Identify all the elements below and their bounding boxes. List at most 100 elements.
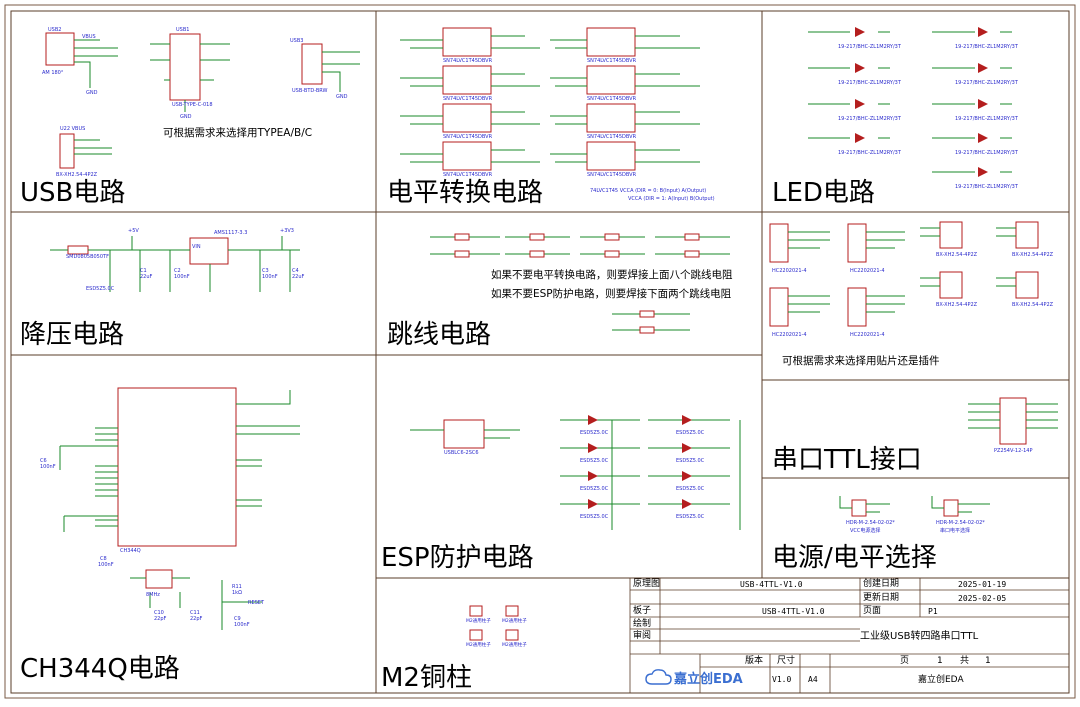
led-circuit: 19-217/BHC-ZL1M2RY/3T 19-217/BHC-ZL1M2RY/…	[808, 27, 1019, 190]
tb-title-value: 工业级USB转四路串口TTL	[860, 631, 979, 642]
svg-text:ESD5Z5.0C: ESD5Z5.0C	[580, 514, 609, 520]
svg-text:BX-XH2.54-4P2Z: BX-XH2.54-4P2Z	[56, 172, 98, 178]
svg-text:BX-XH2.54-4P2Z: BX-XH2.54-4P2Z	[1012, 302, 1054, 308]
svg-text:SN74LVC1T45DBVR: SN74LVC1T45DBVR	[443, 172, 493, 178]
note-jumper-2: 如果不要ESP防护电路，则要焊接下面两个跳线电阻	[491, 288, 732, 300]
svg-text:USB-TYPE-C-018: USB-TYPE-C-018	[172, 102, 213, 108]
svg-text:SN74LVC1T45DBVR: SN74LVC1T45DBVR	[587, 172, 637, 178]
title-block-grid	[629, 578, 1069, 693]
svg-text:ESD5Z5.0C: ESD5Z5.0C	[676, 458, 705, 464]
svg-text:串口电平选择: 串口电平选择	[940, 527, 970, 534]
svg-text:ESD5Z5.0C: ESD5Z5.0C	[580, 458, 609, 464]
svg-text:GND: GND	[336, 94, 348, 100]
note-usb-type: 可根据需求来选择用TYPEA/B/C	[163, 127, 313, 139]
tb-page-value: P1	[928, 607, 938, 616]
svg-text:SN74LVC1T45DBVR: SN74LVC1T45DBVR	[587, 58, 637, 64]
svg-text:USB3: USB3	[290, 38, 303, 44]
section-title-power-select: 电源/电平选择	[772, 543, 937, 573]
svg-text:R11: R11	[232, 584, 242, 590]
svg-text:M2通用柱子: M2通用柱子	[502, 617, 527, 624]
tb-company-value: 嘉立创EDA	[918, 675, 964, 685]
svg-text:USB1: USB1	[176, 27, 189, 33]
tb-updated-value: 2025-02-05	[958, 594, 1007, 603]
tb-label-review: 审阅	[633, 631, 652, 641]
svg-text:M2通用柱子: M2通用柱子	[502, 641, 527, 648]
svg-text:19-217/BHC-ZL1M2RY/3T: 19-217/BHC-ZL1M2RY/3T	[955, 44, 1019, 50]
note-socket-type: 可根据需求来选择用贴片还是插件	[782, 355, 940, 367]
svg-text:HC2202021-4: HC2202021-4	[850, 268, 885, 274]
svg-text:74LVC1T45 VCCA (DIR = 0: B(In: 74LVC1T45 VCCA (DIR = 0: B(Input) A(Outp…	[590, 188, 706, 194]
svg-text:VCCA (DIR = 1: A(Input) B(Out: VCCA (DIR = 1: A(Input) B(Output)	[628, 196, 715, 202]
section-title-buck: 降压电路	[20, 320, 125, 350]
svg-text:GND: GND	[86, 90, 98, 96]
svg-text:C9: C9	[234, 616, 241, 622]
svg-text:C10: C10	[154, 610, 164, 616]
svg-text:1kΩ: 1kΩ	[232, 590, 242, 596]
svg-text:22uF: 22uF	[292, 274, 305, 280]
svg-text:C2: C2	[174, 268, 181, 274]
tb-label-pg: 页	[900, 656, 910, 666]
svg-text:ESD5Z5.0C: ESD5Z5.0C	[676, 430, 705, 436]
svg-text:CH344Q: CH344Q	[120, 548, 141, 554]
inner-frame	[10, 10, 1070, 694]
svg-text:HC2202021-4: HC2202021-4	[772, 332, 807, 338]
svg-text:AM 180°: AM 180°	[42, 70, 64, 76]
svg-text:BX-XH2.54-4P2Z: BX-XH2.54-4P2Z	[936, 252, 978, 258]
svg-text:SN74LVC1T45DBVR: SN74LVC1T45DBVR	[443, 58, 493, 64]
svg-text:ESD5Z5.0C: ESD5Z5.0C	[580, 430, 609, 436]
section-dividers	[11, 11, 1069, 693]
svg-text:19-217/BHC-ZL1M2RY/3T: 19-217/BHC-ZL1M2RY/3T	[955, 116, 1019, 122]
svg-text:M2通用柱子: M2通用柱子	[466, 641, 491, 648]
tb-label-updated: 更新日期	[863, 593, 900, 603]
svg-text:100nF: 100nF	[40, 464, 56, 470]
tb-label-board: 板子	[633, 606, 652, 616]
tb-label-draw: 绘制	[633, 619, 652, 629]
svg-text:SN74LVC1T45DBVR: SN74LVC1T45DBVR	[443, 96, 493, 102]
svg-text:SN74LVC1T45DBVR: SN74LVC1T45DBVR	[587, 134, 637, 140]
svg-text:AMS1117-3.3: AMS1117-3.3	[214, 230, 247, 236]
svg-text:19-217/BHC-ZL1M2RY/3T: 19-217/BHC-ZL1M2RY/3T	[838, 44, 902, 50]
svg-text:ESD5Z5.0C: ESD5Z5.0C	[86, 286, 115, 292]
svg-text:VBUS: VBUS	[82, 34, 96, 40]
power-select-circuit: HDR-M-2.54-02-02*VCC电源选择 HDR-M-2.54-02-0…	[839, 496, 990, 534]
section-title-led: LED电路	[772, 178, 875, 208]
svg-text:VCC电源选择: VCC电源选择	[850, 527, 880, 534]
svg-text:C4: C4	[292, 268, 299, 274]
svg-text:U22 VBUS: U22 VBUS	[60, 126, 85, 132]
svg-text:+5V: +5V	[128, 228, 139, 234]
svg-text:22pF: 22pF	[154, 616, 167, 622]
tb-label-total: 共	[960, 656, 970, 666]
section-title-m2: M2铜柱	[381, 663, 472, 693]
section-title-usb: USB电路	[20, 178, 126, 208]
svg-text:ESD5Z5.0C: ESD5Z5.0C	[580, 486, 609, 492]
svg-text:19-217/BHC-ZL1M2RY/3T: 19-217/BHC-ZL1M2RY/3T	[838, 150, 902, 156]
tb-label-size: 尺寸	[777, 656, 796, 666]
section-title-ch344q: CH344Q电路	[20, 654, 180, 684]
svg-text:SMD0805B050TF: SMD0805B050TF	[66, 254, 109, 260]
svg-text:19-217/BHC-ZL1M2RY/3T: 19-217/BHC-ZL1M2RY/3T	[955, 150, 1019, 156]
tb-pg-num: 1	[937, 656, 943, 666]
svg-text:ESD5Z5.0C: ESD5Z5.0C	[676, 486, 705, 492]
section-title-ttl-port: 串口TTL接口	[772, 445, 922, 475]
svg-text:HDR-M-2.54-02-02*: HDR-M-2.54-02-02*	[846, 520, 895, 526]
svg-text:HDR-M-2.54-02-02*: HDR-M-2.54-02-02*	[936, 520, 985, 526]
svg-text:100nF: 100nF	[98, 562, 114, 568]
tb-schematic-value: USB-4TTL-V1.0	[740, 580, 803, 589]
tb-label-created: 创建日期	[863, 579, 900, 589]
svg-text:22uF: 22uF	[140, 274, 153, 280]
svg-text:+3V3: +3V3	[280, 228, 294, 234]
tb-label-version: 版本	[745, 656, 764, 666]
svg-text:HC2202021-4: HC2202021-4	[772, 268, 807, 274]
svg-text:HC2202021-4: HC2202021-4	[850, 332, 885, 338]
svg-text:SN74LVC1T45DBVR: SN74LVC1T45DBVR	[443, 134, 493, 140]
section-title-level-shift: 电平转换电路	[387, 178, 544, 208]
section-title-jumper: 跳线电路	[387, 320, 492, 350]
svg-text:100nF: 100nF	[174, 274, 190, 280]
svg-text:8MHz: 8MHz	[146, 592, 160, 598]
